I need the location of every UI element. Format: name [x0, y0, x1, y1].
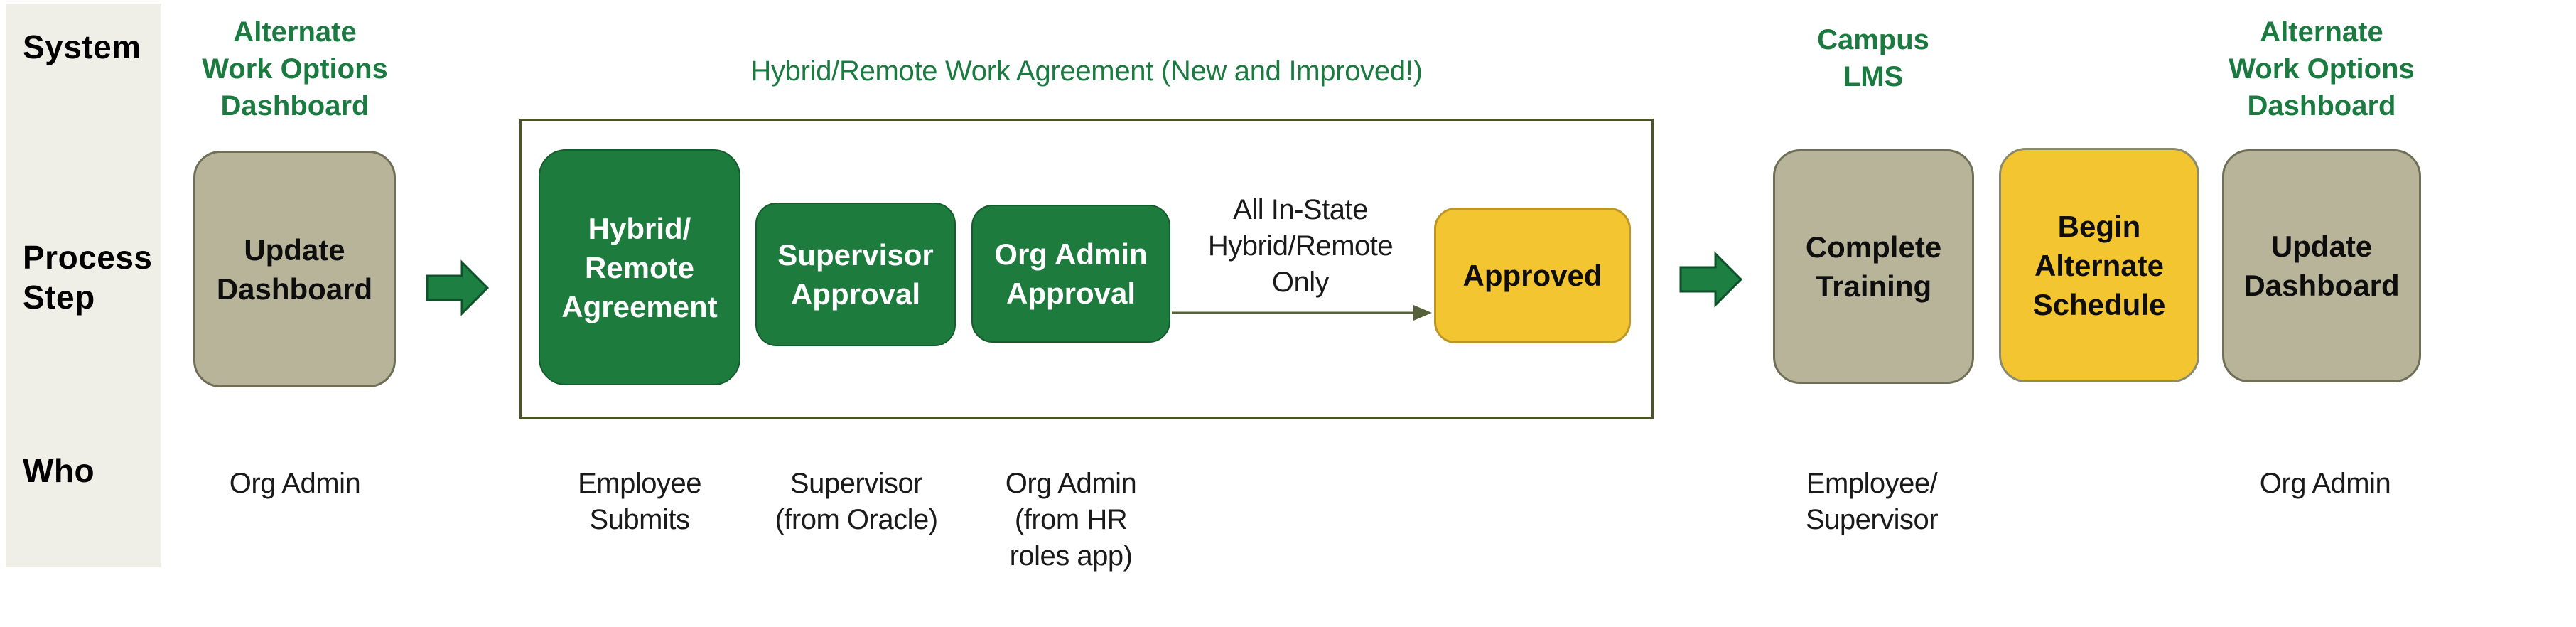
who-employee-supervisor: Employee/ Supervisor — [1805, 468, 1939, 535]
system-text-alt-work-options-dashboard-last: Alternate Work Options Dashboard — [2229, 16, 2415, 122]
who-org-admin-first: Org Admin — [229, 468, 361, 499]
who-employee-submits: Employee Submits — [578, 468, 701, 535]
node-complete-training: Complete Training — [1773, 149, 1974, 384]
condition-arrow-icon — [1172, 305, 1432, 321]
condition-label: All In-State Hybrid/Remote Only — [1207, 194, 1394, 298]
agreement-title: Hybrid/Remote Work Agreement (New and Im… — [750, 55, 1423, 87]
node-update-dashboard-last: Update Dashboard — [2222, 149, 2421, 382]
node-update-dashboard-first: Update Dashboard — [193, 151, 396, 387]
lane-label-who: Who — [23, 452, 95, 489]
flow-arrow-icon — [426, 259, 490, 316]
who-org-admin-last: Org Admin — [2259, 468, 2391, 499]
system-text-alt-work-options-dashboard-first: Alternate Work Options Dashboard — [202, 16, 388, 122]
system-text-campus-lms: Campus LMS — [1817, 24, 1929, 92]
agreement-group-frame — [519, 119, 1654, 419]
node-hybrid-remote-agreement: Hybrid/ Remote Agreement — [539, 149, 740, 385]
lane-label-system: System — [23, 28, 141, 65]
node-supervisor-approval: Supervisor Approval — [755, 203, 956, 346]
who-supervisor-oracle: Supervisor (from Oracle) — [775, 468, 938, 535]
flow-arrow-icon — [1679, 251, 1743, 308]
lane-header-column — [6, 4, 161, 567]
lane-label-process-step: Process Step — [23, 239, 153, 316]
node-begin-alternate-schedule: Begin Alternate Schedule — [1999, 148, 2199, 382]
node-org-admin-approval: Org Admin Approval — [971, 205, 1170, 343]
who-org-admin-hr-roles: Org Admin (from HR roles app) — [1005, 468, 1137, 572]
node-approved: Approved — [1434, 208, 1631, 343]
